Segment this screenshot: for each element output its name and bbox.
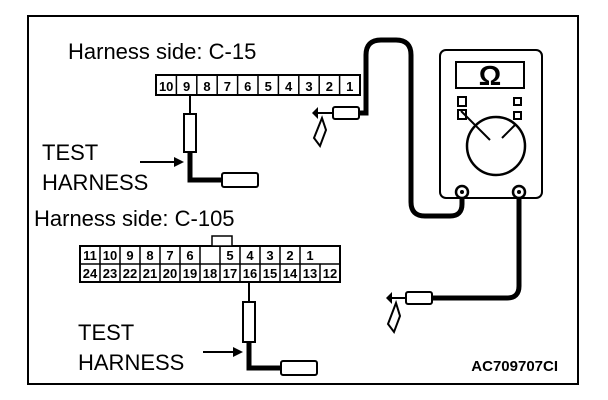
meter-button xyxy=(457,96,467,107)
c105-row2-pin-label: 14 xyxy=(283,266,298,281)
c105-row1-pin-label: 11 xyxy=(83,248,97,263)
bottom-pointer-arrow xyxy=(203,347,243,357)
c15-pin-label: 8 xyxy=(203,79,210,94)
c105-row2-pin-label: 16 xyxy=(243,266,257,281)
top-meter-lead xyxy=(359,37,465,219)
c15-pin-label: 9 xyxy=(183,79,190,94)
c15-pin-label: 1 xyxy=(346,79,353,94)
c105-row1-pin-label: 5 xyxy=(226,248,233,263)
figure-code: AC709707CI xyxy=(471,358,558,375)
c105-row2-pin-label: 17 xyxy=(223,266,237,281)
c105-row1-pin-label: 4 xyxy=(246,248,254,263)
top-alligator-clip xyxy=(312,106,360,149)
figure-frame xyxy=(27,15,579,385)
top-pointer-arrow xyxy=(140,157,184,167)
c15-pin-label: 7 xyxy=(224,79,231,94)
c105-row2-pin-label: 18 xyxy=(203,266,217,281)
bottom-test-label-line2: HARNESS xyxy=(78,350,184,375)
multimeter-icon: Ω xyxy=(439,49,543,200)
c105-row1-pin-label: 7 xyxy=(166,248,173,263)
c105-row1-pin-label: 8 xyxy=(146,248,153,263)
bottom-alligator-clip xyxy=(386,291,433,335)
bottom-test-harness-probe xyxy=(242,282,318,376)
top-test-label-line2: HARNESS xyxy=(42,170,148,195)
c105-row2-pin-label: 23 xyxy=(103,266,117,281)
meter-display-symbol: Ω xyxy=(479,60,501,91)
c105-row2-pin-label: 24 xyxy=(83,266,98,281)
c105-row1-pin-label: 10 xyxy=(103,248,117,263)
c105-row2-pin-label: 21 xyxy=(143,266,157,281)
c15-pin-label: 4 xyxy=(285,79,293,94)
bottom-harness-heading: Harness side: C-105 xyxy=(34,206,235,231)
c105-row1-pin-label: 9 xyxy=(126,248,133,263)
meter-button xyxy=(513,111,522,120)
c15-pin-label: 5 xyxy=(265,79,272,94)
c105-row1-pin-label: 1 xyxy=(306,248,313,263)
meter-button xyxy=(457,109,467,120)
bottom-test-label-line1: TEST xyxy=(78,320,134,345)
top-test-harness-probe xyxy=(183,95,259,188)
c15-pin-label: 10 xyxy=(159,79,173,94)
c105-row2-pin-label: 15 xyxy=(263,266,277,281)
c105-row2-pin-label: 12 xyxy=(323,266,337,281)
bottom-meter-lead xyxy=(432,198,522,301)
c15-pin-label: 2 xyxy=(326,79,333,94)
c15-pin-label: 6 xyxy=(244,79,251,94)
c105-row1-pin-label: 6 xyxy=(186,248,193,263)
c105-row2-pin-label: 22 xyxy=(123,266,137,281)
c15-pin-label: 3 xyxy=(305,79,312,94)
c105-row2-pin-label: 20 xyxy=(163,266,177,281)
c105-row2-pin-label: 13 xyxy=(303,266,317,281)
c105-row2-pin-label: 19 xyxy=(183,266,197,281)
c105-row1-pin-label: 2 xyxy=(286,248,293,263)
top-test-label-line1: TEST xyxy=(42,140,98,165)
top-harness-heading: Harness side: C-15 xyxy=(68,39,256,64)
c105-row1-pin-label: 3 xyxy=(266,248,273,263)
meter-button xyxy=(513,97,522,106)
